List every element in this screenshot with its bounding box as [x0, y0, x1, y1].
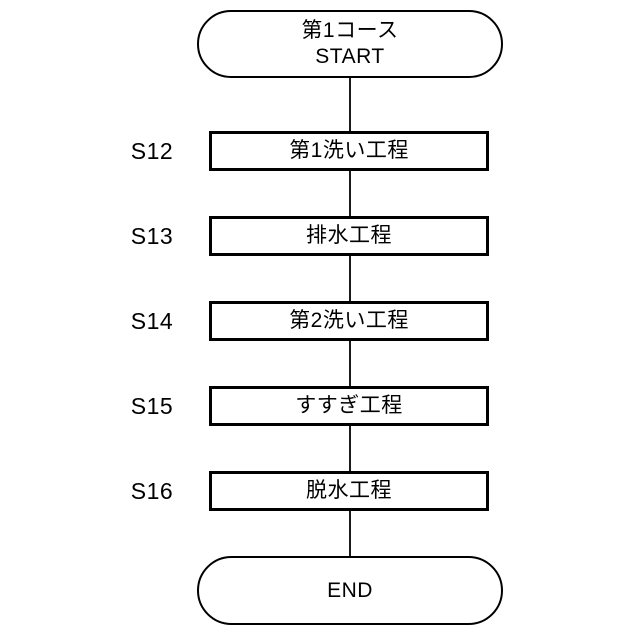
- step-row-s13: S13 排水工程: [0, 216, 640, 256]
- start-course-label: 第1コース: [301, 19, 399, 42]
- connector-s12-to-s13: [349, 171, 351, 216]
- start-terminator: 第1コース START: [197, 10, 503, 78]
- end-terminator: END: [197, 556, 503, 625]
- start-label: START: [315, 45, 385, 68]
- step-id-s14: S14: [130, 308, 174, 334]
- connector-start-to-s12: [349, 78, 351, 131]
- step-id-s12: S12: [130, 138, 174, 164]
- connector-s14-to-s15: [349, 341, 351, 386]
- process-box-label-s14: 第2洗い工程: [289, 309, 409, 332]
- process-box-s14: 第2洗い工程: [209, 301, 489, 341]
- connector-s15-to-s16: [349, 426, 351, 471]
- process-box-s16: 脱水工程: [209, 471, 489, 511]
- step-id-s16: S16: [130, 478, 174, 504]
- step-row-s14: S14 第2洗い工程: [0, 301, 640, 341]
- end-label: END: [327, 578, 373, 602]
- step-id-s13: S13: [130, 223, 174, 249]
- process-box-s12: 第1洗い工程: [209, 131, 489, 171]
- process-box-label-s12: 第1洗い工程: [289, 139, 409, 162]
- step-row-s16: S16 脱水工程: [0, 471, 640, 511]
- process-box-label-s13: 排水工程: [306, 224, 392, 247]
- step-id-s15: S15: [130, 393, 174, 419]
- process-box-label-s15: すすぎ工程: [295, 394, 403, 417]
- connector-s13-to-s14: [349, 256, 351, 301]
- process-box-label-s16: 脱水工程: [306, 479, 392, 502]
- step-row-s15: S15 すすぎ工程: [0, 386, 640, 426]
- process-box-s13: 排水工程: [209, 216, 489, 256]
- connector-s16-to-end: [349, 511, 351, 556]
- step-row-s12: S12 第1洗い工程: [0, 131, 640, 171]
- process-box-s15: すすぎ工程: [209, 386, 489, 426]
